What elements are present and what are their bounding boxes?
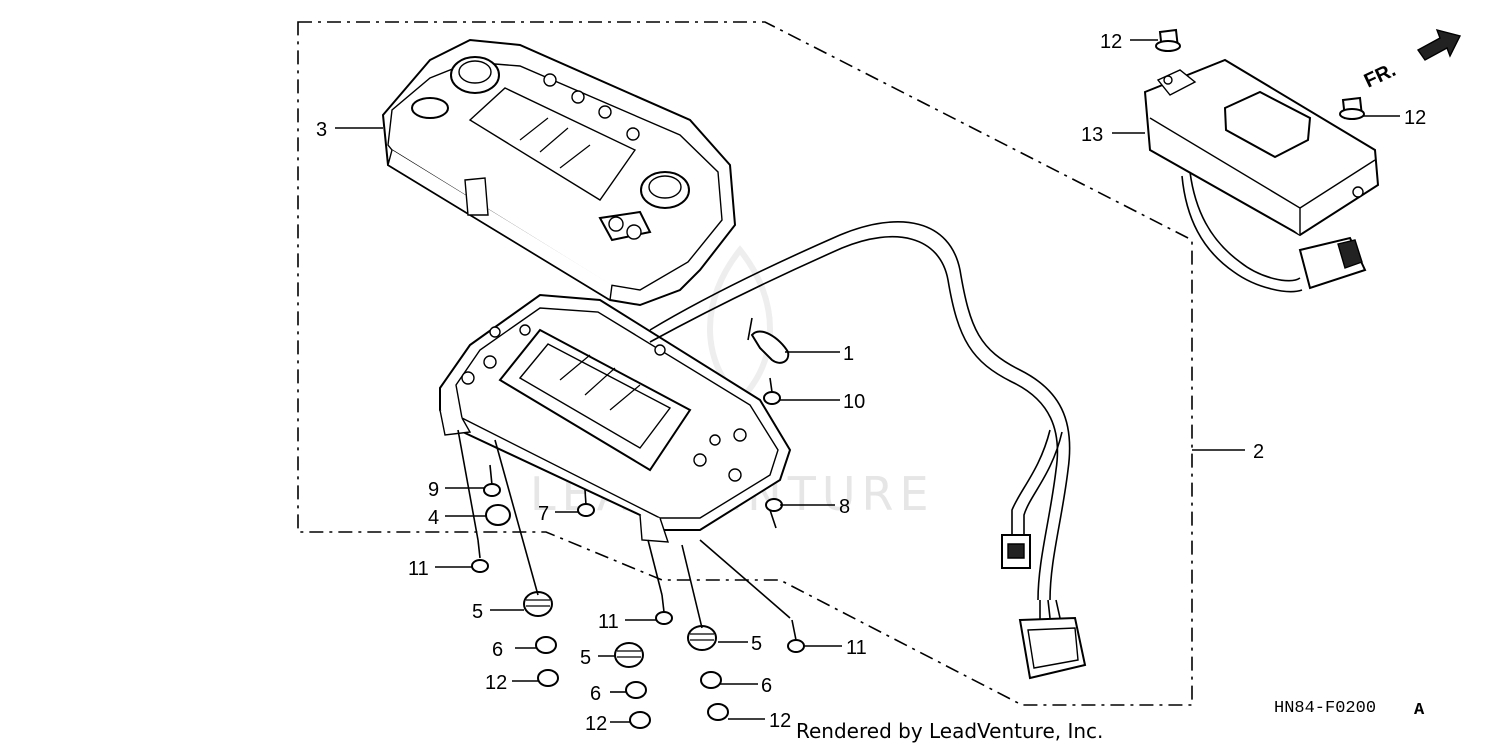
callout-12e: 12 bbox=[769, 710, 791, 732]
callout-6b: 6 bbox=[590, 683, 601, 705]
callout-12a: 12 bbox=[1100, 31, 1122, 53]
callout-5c: 5 bbox=[751, 633, 762, 655]
callout-6c: 6 bbox=[761, 675, 772, 697]
callout-1: 1 bbox=[843, 343, 854, 365]
direction-label: FR. bbox=[1361, 59, 1399, 93]
callout-11b: 11 bbox=[598, 611, 619, 633]
callout-12b: 12 bbox=[1404, 107, 1426, 129]
credit-text: Rendered by LeadVenture, Inc. bbox=[796, 719, 1103, 743]
direction-indicator: FR. bbox=[1361, 28, 1462, 93]
callout-8: 8 bbox=[839, 496, 850, 518]
diagram-code-suffix: A bbox=[1414, 701, 1425, 720]
callout-11c: 11 bbox=[846, 637, 867, 659]
callouts: 1 2 3 4 5 5 5 6 6 6 7 8 9 10 11 11 11 12… bbox=[316, 31, 1426, 735]
callout-4: 4 bbox=[428, 507, 439, 529]
callout-13: 13 bbox=[1081, 124, 1103, 146]
callout-5a: 5 bbox=[472, 601, 483, 623]
callout-3: 3 bbox=[316, 119, 327, 141]
meter-case-part bbox=[439, 221, 1087, 680]
callout-7: 7 bbox=[538, 503, 549, 525]
assembly-boundary bbox=[297, 21, 1193, 706]
callout-6a: 6 bbox=[492, 639, 503, 661]
callout-12c: 12 bbox=[485, 672, 507, 694]
callout-11a: 11 bbox=[408, 558, 429, 580]
callout-2: 2 bbox=[1253, 441, 1264, 463]
forward-arrow-icon bbox=[1416, 28, 1462, 61]
callout-5b: 5 bbox=[580, 647, 591, 669]
diagram-code: HN84-F0200 bbox=[1274, 699, 1376, 718]
callout-12d: 12 bbox=[585, 713, 607, 735]
callout-10: 10 bbox=[843, 391, 865, 413]
control-unit-part bbox=[1143, 58, 1380, 293]
callout-9: 9 bbox=[428, 479, 439, 501]
leader-lines bbox=[335, 39, 1400, 723]
meter-cover-part bbox=[381, 38, 737, 307]
fasteners bbox=[457, 28, 1365, 729]
